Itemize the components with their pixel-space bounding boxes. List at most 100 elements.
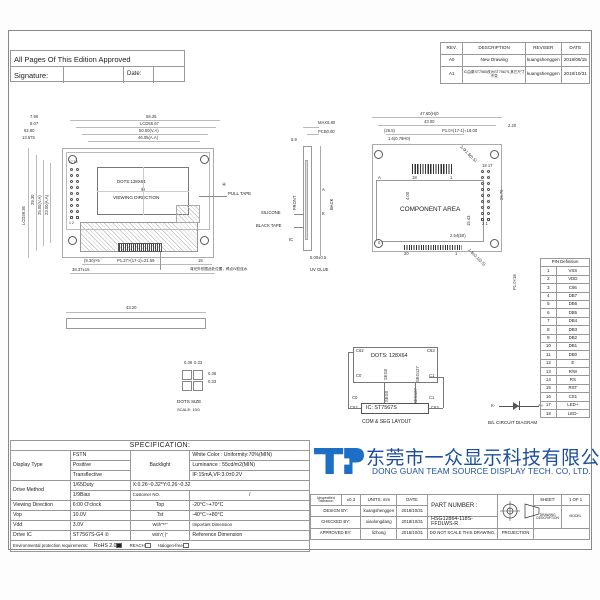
pin-name: DB5 [555, 308, 591, 318]
pin-name: DB0 [555, 350, 591, 360]
corner-c63: C63 [427, 348, 435, 353]
side-strip-view [66, 318, 206, 329]
ic-label: IC: ST7567S [366, 405, 397, 411]
spec-value-viewing-direction: 6:00 O'clock [69, 500, 131, 511]
dots-label: DOTS:128X64 [117, 179, 146, 184]
approval-table: All Pages Of This Edition Approved Signa… [10, 50, 186, 83]
silicone-label: SILICONE [261, 210, 281, 215]
spec-value-with-paren: Reference Dimension [189, 530, 310, 541]
dim-line [66, 312, 206, 313]
specification-title: SPECIFICATION: [10, 440, 310, 451]
dim-p1-0: P1.0×(17-1)=16.00 [442, 128, 478, 133]
table-row: DESIGN BY: kuangshenggen 2018/10/31 DRAW… [309, 505, 590, 529]
dim-line [50, 163, 51, 243]
spec-backlight-xy: X:0.26~0.32*Y:0.26~0.32 [129, 480, 311, 491]
revision-desc: New Drawing [462, 53, 526, 67]
revision-date: 2018/10/31 [560, 65, 591, 85]
pin-definition-title: PIN Definition [540, 257, 590, 268]
dots-size-grid [182, 370, 204, 392]
k-minus-label: K- [491, 403, 496, 408]
model-label: MODEL [561, 505, 590, 529]
pin-side-note: P1.0×18 [512, 274, 517, 290]
company-logo [314, 448, 364, 474]
pin-name: RS [555, 375, 591, 385]
dim-line [386, 134, 464, 135]
dim-47-60: 47.60(H)0 [420, 111, 439, 116]
spec-value-with-star: Important Dimension [189, 520, 310, 531]
com-seg-title: COM & SEG LAYOUT [362, 419, 412, 425]
corner-c0-b: C0 [352, 395, 358, 400]
dim-5-9: 5.9 [291, 137, 297, 142]
bottom-pad-strip [404, 245, 462, 250]
spec-label-drive-method: Drive Method [10, 480, 71, 501]
module-outline [62, 148, 214, 258]
checked-label: CHECKED BY: [309, 516, 362, 529]
label-a: A [378, 175, 381, 180]
halogen-label: Halogen-free [157, 542, 183, 548]
revision-header-rev: REV. [439, 42, 464, 55]
pin-no: 11 [540, 350, 557, 360]
mounting-hole [374, 239, 383, 248]
dim-line [28, 148, 29, 258]
mounting-hole [374, 150, 383, 159]
title-block: Unspecified Tolerance: ±0.3 UNITS: mm DA… [309, 494, 590, 548]
units-label: UNITS: mm [360, 494, 398, 506]
led-diode-icon [513, 402, 519, 410]
table-row: A0 New Drawing kuangshenggen 2018/08/15 [439, 53, 591, 67]
ic-label: IC [289, 237, 294, 242]
pin-name: VSS [555, 266, 591, 276]
table-row: Unspecified Tolerance: ±0.3 UNITS: mm DA… [310, 494, 590, 529]
env-label: Environmental protection requirements: [13, 542, 88, 548]
leader-line [160, 252, 161, 270]
pin-no: 2 [540, 274, 557, 285]
table-row: CHECKED BY: xiaolongdang 2018/10/31 HSG1… [309, 516, 590, 529]
rohs-checkbox[interactable] [116, 542, 123, 548]
table-row: Display Type FSTN Backlight White Color … [10, 450, 310, 481]
dim-29-30: 29.30 [30, 194, 35, 205]
signature-value [64, 67, 123, 71]
halogen-checkbox[interactable] [182, 542, 189, 548]
specification-table: SPECIFICATION: Display Type FSTN Backlig… [10, 440, 311, 552]
title-block-spacer [533, 527, 590, 540]
spec-value-drive-ic: ST7567S-G4 ② [69, 530, 131, 541]
label-0: 0 [378, 240, 381, 245]
reach-checkbox[interactable] [144, 542, 151, 548]
dim-25-va: 25.00(V.A) [37, 195, 42, 215]
spec-backlight-lum: Luminance : 55cd/m2(MIN) [189, 460, 310, 471]
dim-0-36-v: 0.36 [184, 360, 193, 365]
black-tape-label: BLACK TAPE [256, 223, 282, 228]
dim-4-00: 4.00 [405, 191, 410, 200]
dim-2-54: 2.54(50) [450, 233, 466, 238]
seg0-label: SEG0 [383, 368, 388, 380]
do-not-scale-note: DO NOT SCALE THIS DRAWING. [427, 527, 498, 540]
pull-tape-area [176, 205, 200, 223]
dim-max-8-80: MAX8.80 [318, 120, 336, 125]
table-row: APPROVED BY: lizhong 2018/10/31 DO NOT S… [309, 527, 590, 540]
top-pad-strip [412, 164, 452, 174]
date-value-cell[interactable] [154, 67, 186, 83]
signature-label: Signature: [14, 71, 49, 80]
corner-c0: C0 [356, 373, 362, 378]
spec-value-positive: Positive [69, 460, 131, 471]
dim-line [70, 120, 220, 121]
pin-no: 18 [540, 409, 557, 419]
design-label: DESIGN BY: [309, 505, 362, 517]
spec-label-customer-no: Customer NO. [129, 490, 191, 501]
signature-value-cell[interactable] [64, 67, 124, 83]
mounting-hole [200, 155, 209, 164]
pin-name: R/W [555, 367, 591, 377]
spec-value-fstn: FSTN [69, 450, 131, 461]
pin-definition-header: PIN Definition [540, 257, 590, 268]
component-area-box [376, 180, 484, 242]
approval-title-row: All Pages Of This Edition Approved [11, 51, 184, 67]
dim-26-5: (26.5) [384, 128, 395, 133]
design-date: 2018/10/31 [396, 505, 429, 517]
